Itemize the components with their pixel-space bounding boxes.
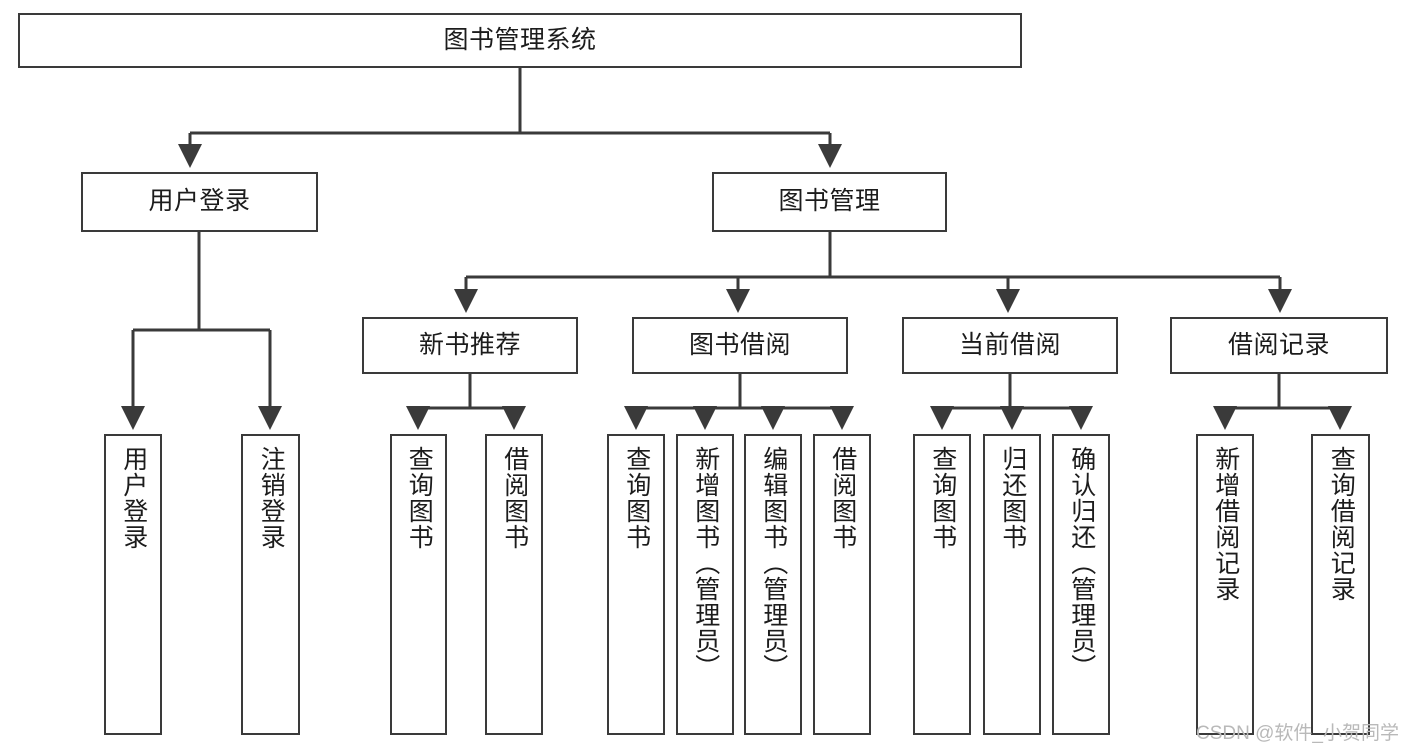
node-leaf-add-book-label: 新增图书（管理员） xyxy=(691,446,720,680)
node-book-management-label: 图书管理 xyxy=(778,187,881,216)
node-leaf-add-borrow-record-label: 新增借阅记录 xyxy=(1211,446,1240,602)
node-root-label: 图书管理系统 xyxy=(443,25,597,54)
node-new-book-recommend[interactable]: 新书推荐 xyxy=(362,317,578,374)
node-leaf-add-borrow-record[interactable]: 新增借阅记录 xyxy=(1196,434,1254,735)
node-leaf-confirm-return-label: 确认归还（管理员） xyxy=(1067,446,1096,680)
node-book-borrow[interactable]: 图书借阅 xyxy=(632,317,848,374)
node-leaf-query-borrow-record-label: 查询借阅记录 xyxy=(1327,446,1356,602)
node-leaf-logout-label: 注销登录 xyxy=(257,446,286,550)
node-leaf-edit-book-label: 编辑图书（管理员） xyxy=(759,446,788,680)
node-book-management[interactable]: 图书管理 xyxy=(712,172,947,232)
node-leaf-borrow-book-recommend-label: 借阅图书 xyxy=(500,446,529,550)
node-leaf-logout[interactable]: 注销登录 xyxy=(241,434,300,735)
node-leaf-return-book[interactable]: 归还图书 xyxy=(983,434,1041,735)
node-book-borrow-label: 图书借阅 xyxy=(688,330,791,359)
node-leaf-edit-book[interactable]: 编辑图书（管理员） xyxy=(744,434,802,735)
node-leaf-query-book-borrow-label: 查询图书 xyxy=(622,446,651,550)
node-borrow-record[interactable]: 借阅记录 xyxy=(1170,317,1388,374)
node-leaf-add-book[interactable]: 新增图书（管理员） xyxy=(676,434,734,735)
node-leaf-query-book-current[interactable]: 查询图书 xyxy=(913,434,971,735)
node-current-borrow-label: 当前借阅 xyxy=(958,330,1061,359)
node-leaf-return-book-label: 归还图书 xyxy=(998,446,1027,550)
node-leaf-confirm-return[interactable]: 确认归还（管理员） xyxy=(1052,434,1110,735)
node-borrow-record-label: 借阅记录 xyxy=(1227,330,1330,359)
node-leaf-query-book-recommend-label: 查询图书 xyxy=(405,446,434,550)
node-leaf-query-book-borrow[interactable]: 查询图书 xyxy=(607,434,665,735)
node-leaf-query-borrow-record[interactable]: 查询借阅记录 xyxy=(1311,434,1370,735)
node-user-login-label: 用户登录 xyxy=(148,187,251,216)
node-leaf-user-login-label: 用户登录 xyxy=(119,446,148,550)
node-leaf-user-login[interactable]: 用户登录 xyxy=(104,434,162,735)
node-root[interactable]: 图书管理系统 xyxy=(18,13,1022,68)
node-current-borrow[interactable]: 当前借阅 xyxy=(902,317,1118,374)
node-leaf-query-book-current-label: 查询图书 xyxy=(928,446,957,550)
node-user-login[interactable]: 用户登录 xyxy=(81,172,318,232)
csdn-watermark: CSDN @软件_小贺同学 xyxy=(1196,723,1399,744)
node-new-book-recommend-label: 新书推荐 xyxy=(418,330,521,359)
node-leaf-borrow-book-label: 借阅图书 xyxy=(828,446,857,550)
node-leaf-query-book-recommend[interactable]: 查询图书 xyxy=(390,434,447,735)
node-leaf-borrow-book[interactable]: 借阅图书 xyxy=(813,434,871,735)
node-leaf-borrow-book-recommend[interactable]: 借阅图书 xyxy=(485,434,543,735)
